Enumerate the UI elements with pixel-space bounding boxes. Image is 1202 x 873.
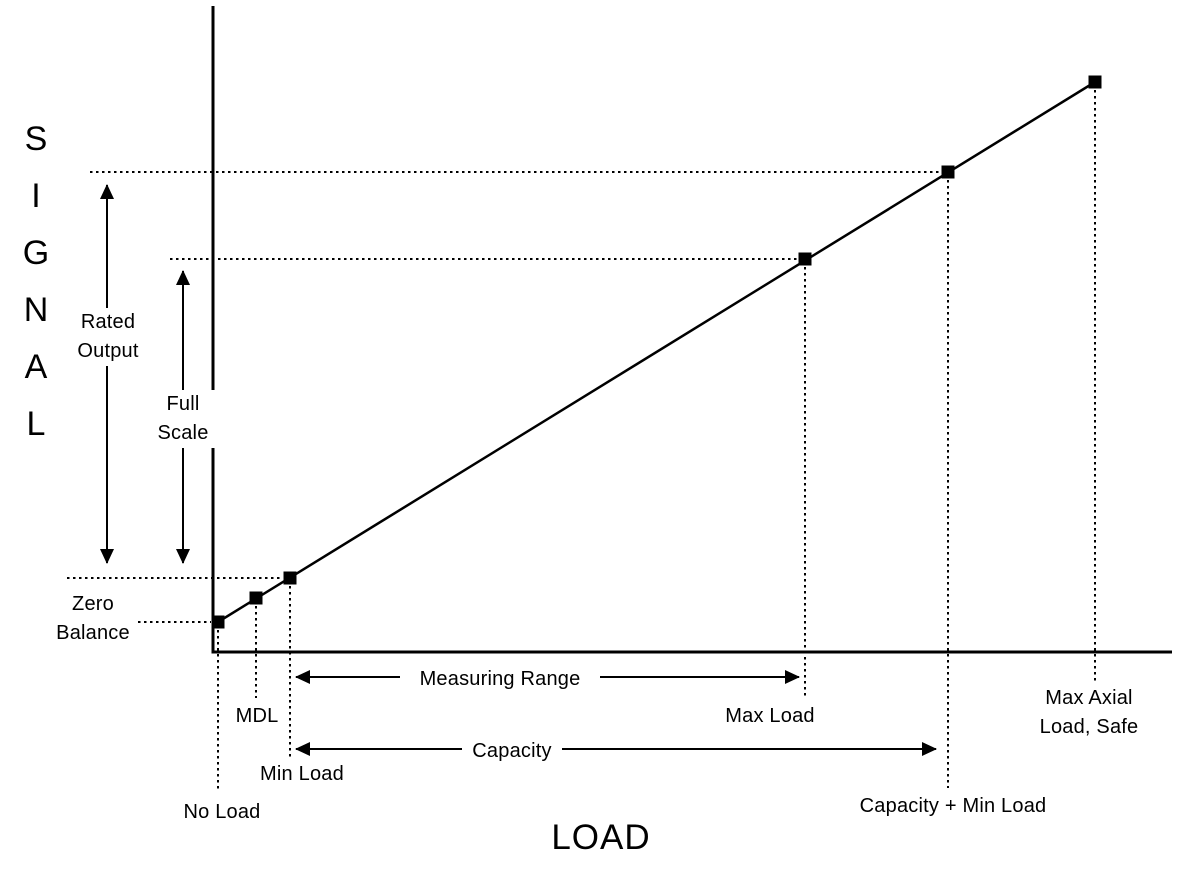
x-axis-title: LOAD xyxy=(551,818,651,857)
response-line xyxy=(217,80,1096,624)
mdl-marker xyxy=(249,591,263,605)
y-axis-title: SIGNAL xyxy=(17,120,55,462)
capacity-label: Capacity xyxy=(462,737,562,766)
min-load-label: Min Load xyxy=(260,763,344,785)
max-load-marker xyxy=(798,252,812,266)
max-axial-load-marker xyxy=(1088,75,1102,89)
min-load-marker xyxy=(283,571,297,585)
max-axial-load-safe-label: Max Axial Load, Safe xyxy=(1039,687,1139,738)
capacity-plus-min-load-label: Capacity + Min Load xyxy=(859,795,1047,817)
zero-balance-label: Zero Balance xyxy=(48,590,138,648)
measuring-range-label: Measuring Range xyxy=(400,665,600,694)
no-load-label: No Load xyxy=(183,801,261,823)
full-scale-label: Full Scale xyxy=(149,390,217,448)
rated-output-label: Rated Output xyxy=(68,308,148,366)
max-load-label: Max Load xyxy=(725,705,815,727)
mdl-label: MDL xyxy=(235,705,279,727)
no-load-marker xyxy=(211,615,225,629)
capacity-plus-min-load-marker xyxy=(941,165,955,179)
